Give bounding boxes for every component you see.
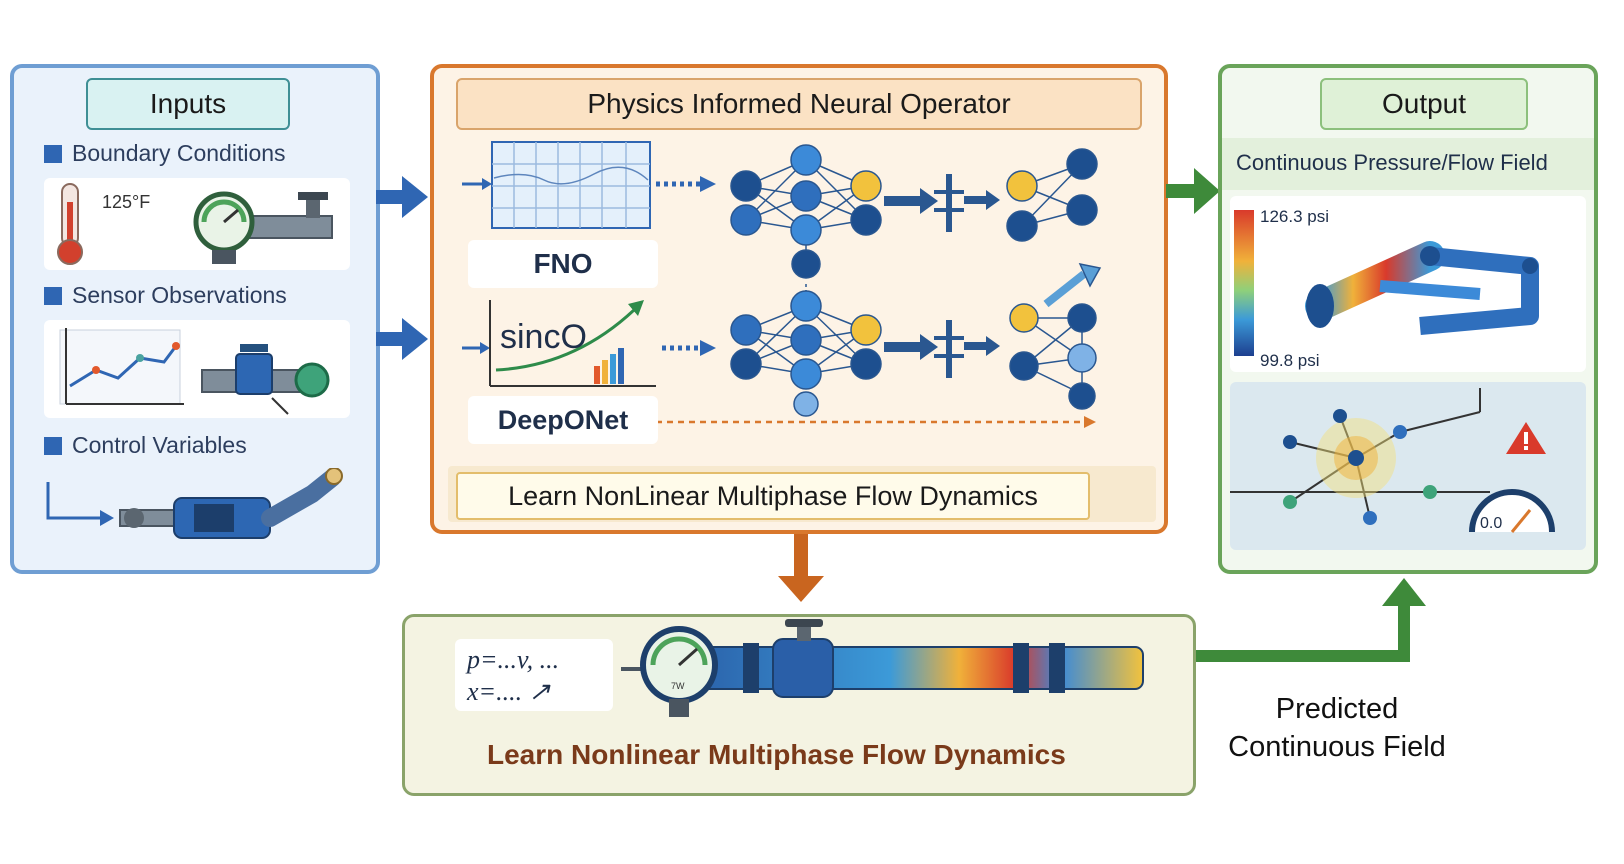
pino-panel: Physics Informed Neural Operator	[430, 64, 1168, 534]
deeponet-chart-icon	[462, 300, 656, 387]
output-field-band	[1222, 138, 1594, 190]
dotted-arrow-icon	[656, 176, 716, 192]
predicted-label-line-1: Predicted	[1275, 693, 1399, 725]
bottom-caption: Learn Nonlinear Multiphase Flow Dynamics	[487, 739, 1066, 770]
predicted-field-label: Predicted Continuous Field	[1210, 690, 1464, 766]
network-map-card: 0.0	[1230, 382, 1586, 550]
fno-label: FNO	[533, 248, 593, 279]
neural-network-upper-icon	[730, 144, 882, 279]
deeponet-formula-text: sincO	[500, 318, 587, 356]
temperature-text: 125°F	[102, 192, 150, 212]
gauge-icon	[1469, 489, 1555, 533]
bottom-panel: p=...v, ... x=.... ↗	[402, 614, 1196, 796]
equation-line-1: p=...v, ...	[467, 645, 560, 674]
pino-title: Physics Informed Neural Operator	[456, 78, 1142, 130]
bottom-to-output-arrow	[1196, 578, 1426, 662]
inputs-title-text: Inputs	[149, 88, 227, 119]
pipe-network-icon	[1305, 241, 1539, 335]
equation-card: p=...v, ... x=.... ↗	[455, 639, 613, 711]
pino-title-text: Physics Informed Neural Operator	[587, 88, 1011, 119]
bullet-square	[44, 144, 62, 163]
output-field-label: Continuous Pressure/Flow Field	[1236, 150, 1548, 175]
bottom-pipe-icon	[621, 619, 1144, 698]
sensor-illustration	[59, 328, 330, 415]
output-title: Output	[1320, 78, 1528, 130]
bottom-gauge-text: 7W	[671, 681, 685, 691]
neural-network-lower-icon	[730, 284, 882, 417]
input-flow-arrows	[376, 176, 428, 360]
arrow-down-icon	[778, 534, 824, 602]
pino-learn-box: Learn NonLinear Multiphase Flow Dynamics	[456, 472, 1090, 520]
arrow-up-icon	[1196, 578, 1426, 662]
pino-to-bottom-arrow	[778, 534, 824, 602]
sensor-observations-text: Sensor Observations	[72, 282, 287, 308]
sensor-observations-label: Sensor Observations	[44, 282, 287, 309]
dashed-arrow-icon	[656, 416, 1096, 428]
color-scale-bar	[1234, 210, 1254, 356]
pressure-gauge-icon	[193, 191, 333, 264]
control-variables-text: Control Variables	[72, 432, 247, 458]
inputs-panel: Inputs Boundary Conditions 125°F	[10, 64, 380, 574]
lower-output-arrow-icon	[884, 320, 1000, 378]
boundary-conditions-text: Boundary Conditions	[72, 140, 286, 166]
control-variables-label: Control Variables	[44, 432, 247, 459]
bottom-gauge-icon	[640, 626, 718, 717]
pino-to-output-arrow	[1166, 168, 1220, 214]
flow-sensor-icon	[201, 344, 330, 415]
gauge-value-text: 0.0	[1480, 515, 1502, 532]
bottom-pipe-illustration: 7W	[621, 619, 1144, 717]
bullet-square	[44, 436, 62, 455]
arrow-right-icon	[1166, 168, 1220, 214]
control-variables-illustration	[46, 468, 343, 539]
actuator-valve-icon	[119, 468, 343, 539]
output-title-text: Output	[1381, 88, 1467, 119]
fno-grid-icon	[462, 141, 651, 229]
arrow-right-icon	[376, 176, 428, 218]
bullet-square	[44, 286, 62, 305]
arrow-right-icon	[376, 318, 428, 360]
boundary-illustration: 125°F	[57, 183, 333, 265]
deeponet-label: DeepONet	[497, 404, 629, 435]
deeponet-label-box: DeepONet	[468, 396, 658, 444]
output-network-lower-icon	[1009, 262, 1102, 410]
pressure-field-illustration: 126.3 psi 99.8 psi	[1234, 207, 1539, 370]
predicted-label-line-2: Continuous Field	[1228, 731, 1446, 763]
dotted-arrow-icon	[662, 340, 716, 356]
inputs-title: Inputs	[86, 78, 290, 130]
network-map-illustration: 0.0	[1230, 388, 1555, 533]
alert-icon	[1506, 422, 1546, 454]
pressure-field-card: 126.3 psi 99.8 psi	[1230, 196, 1586, 372]
output-panel: Output Continuous Pressure/Flow Field	[1218, 64, 1598, 574]
pino-learn-text: Learn NonLinear Multiphase Flow Dynamics	[508, 480, 1038, 511]
boundary-conditions-label: Boundary Conditions	[44, 140, 286, 167]
equation-line-2: x=.... ↗	[467, 677, 551, 706]
thermometer-icon	[57, 183, 83, 265]
pino-network-diagram: sincO	[462, 141, 1102, 428]
control-arrow-icon	[46, 482, 114, 526]
line-chart-icon	[59, 328, 184, 405]
min-pressure-text: 99.8 psi	[1260, 351, 1320, 370]
boundary-conditions-card: 125°F	[44, 178, 350, 270]
max-pressure-text: 126.3 psi	[1260, 207, 1329, 226]
upper-output-arrow-icon	[884, 174, 1000, 232]
output-network-upper-icon	[1006, 148, 1098, 242]
network-node-points	[1283, 409, 1437, 525]
fno-label-box: FNO	[468, 240, 658, 288]
sensor-observations-card	[44, 320, 350, 418]
